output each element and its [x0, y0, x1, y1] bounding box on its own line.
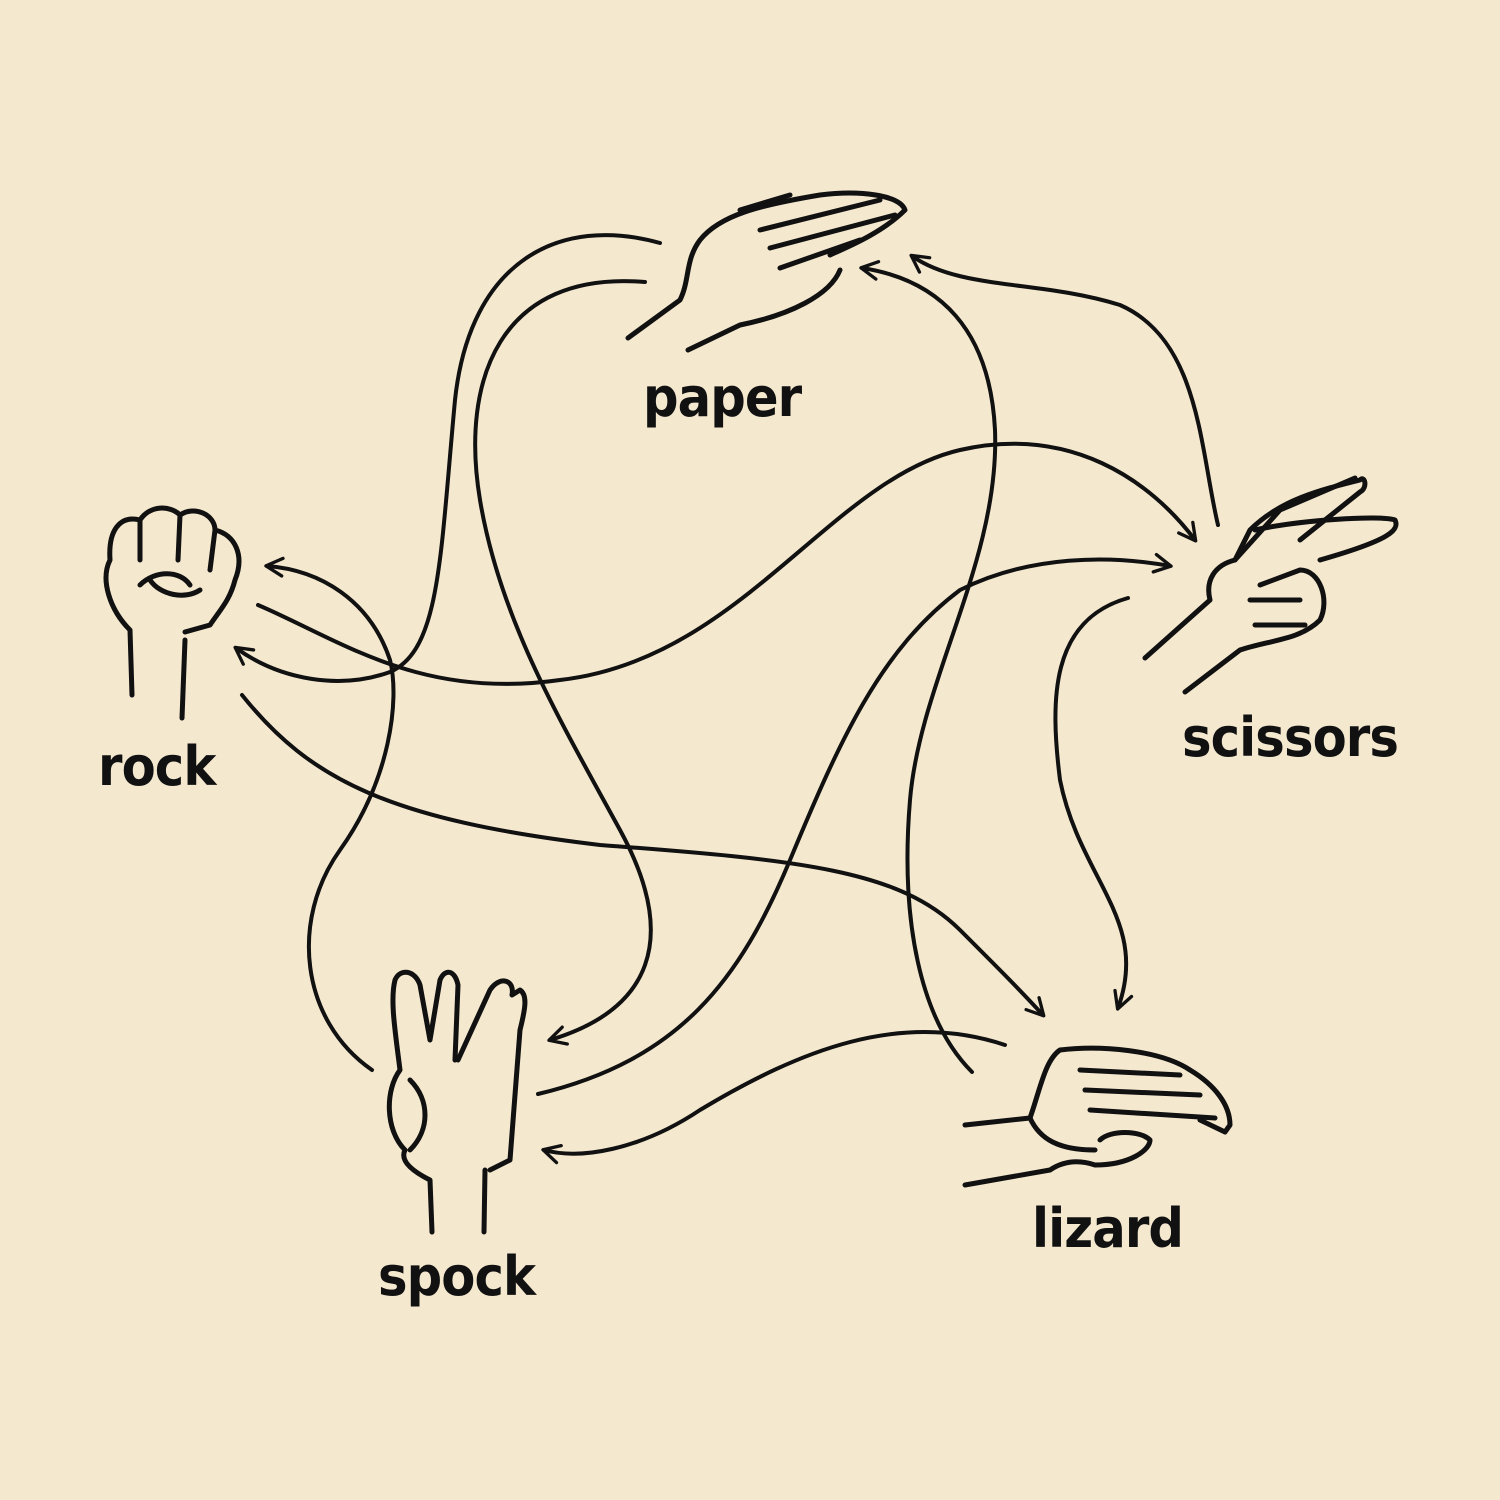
label-lizard: lizard — [1032, 1197, 1184, 1260]
scissors-hand-icon — [1142, 475, 1399, 695]
arrow-paper-disproves-spock — [473, 279, 653, 1046]
arrow-paper-covers-rock — [233, 233, 662, 683]
arrow-lizard-eats-paper — [859, 260, 998, 1074]
paper-hand-icon — [625, 190, 908, 353]
arrow-scissors-decapitates-lizard — [1053, 596, 1134, 1011]
arrow-lizard-poisons-spock — [541, 1029, 1007, 1165]
label-rock: rock — [98, 735, 216, 798]
lizard-hand-icon — [962, 1045, 1233, 1188]
label-spock: spock — [378, 1245, 536, 1308]
arrow-scissors-cuts-paper — [909, 253, 1220, 527]
label-paper: paper — [643, 366, 802, 429]
arrow-rock-crushes-lizard — [240, 693, 1046, 1018]
spock-hand-icon — [386, 969, 528, 1235]
arrow-spock-smashes-scissors — [536, 552, 1173, 1096]
rock-fist-icon — [103, 505, 242, 721]
label-scissors: scissors — [1182, 706, 1399, 769]
arrow-spock-vaporizes-rock — [264, 556, 396, 1072]
